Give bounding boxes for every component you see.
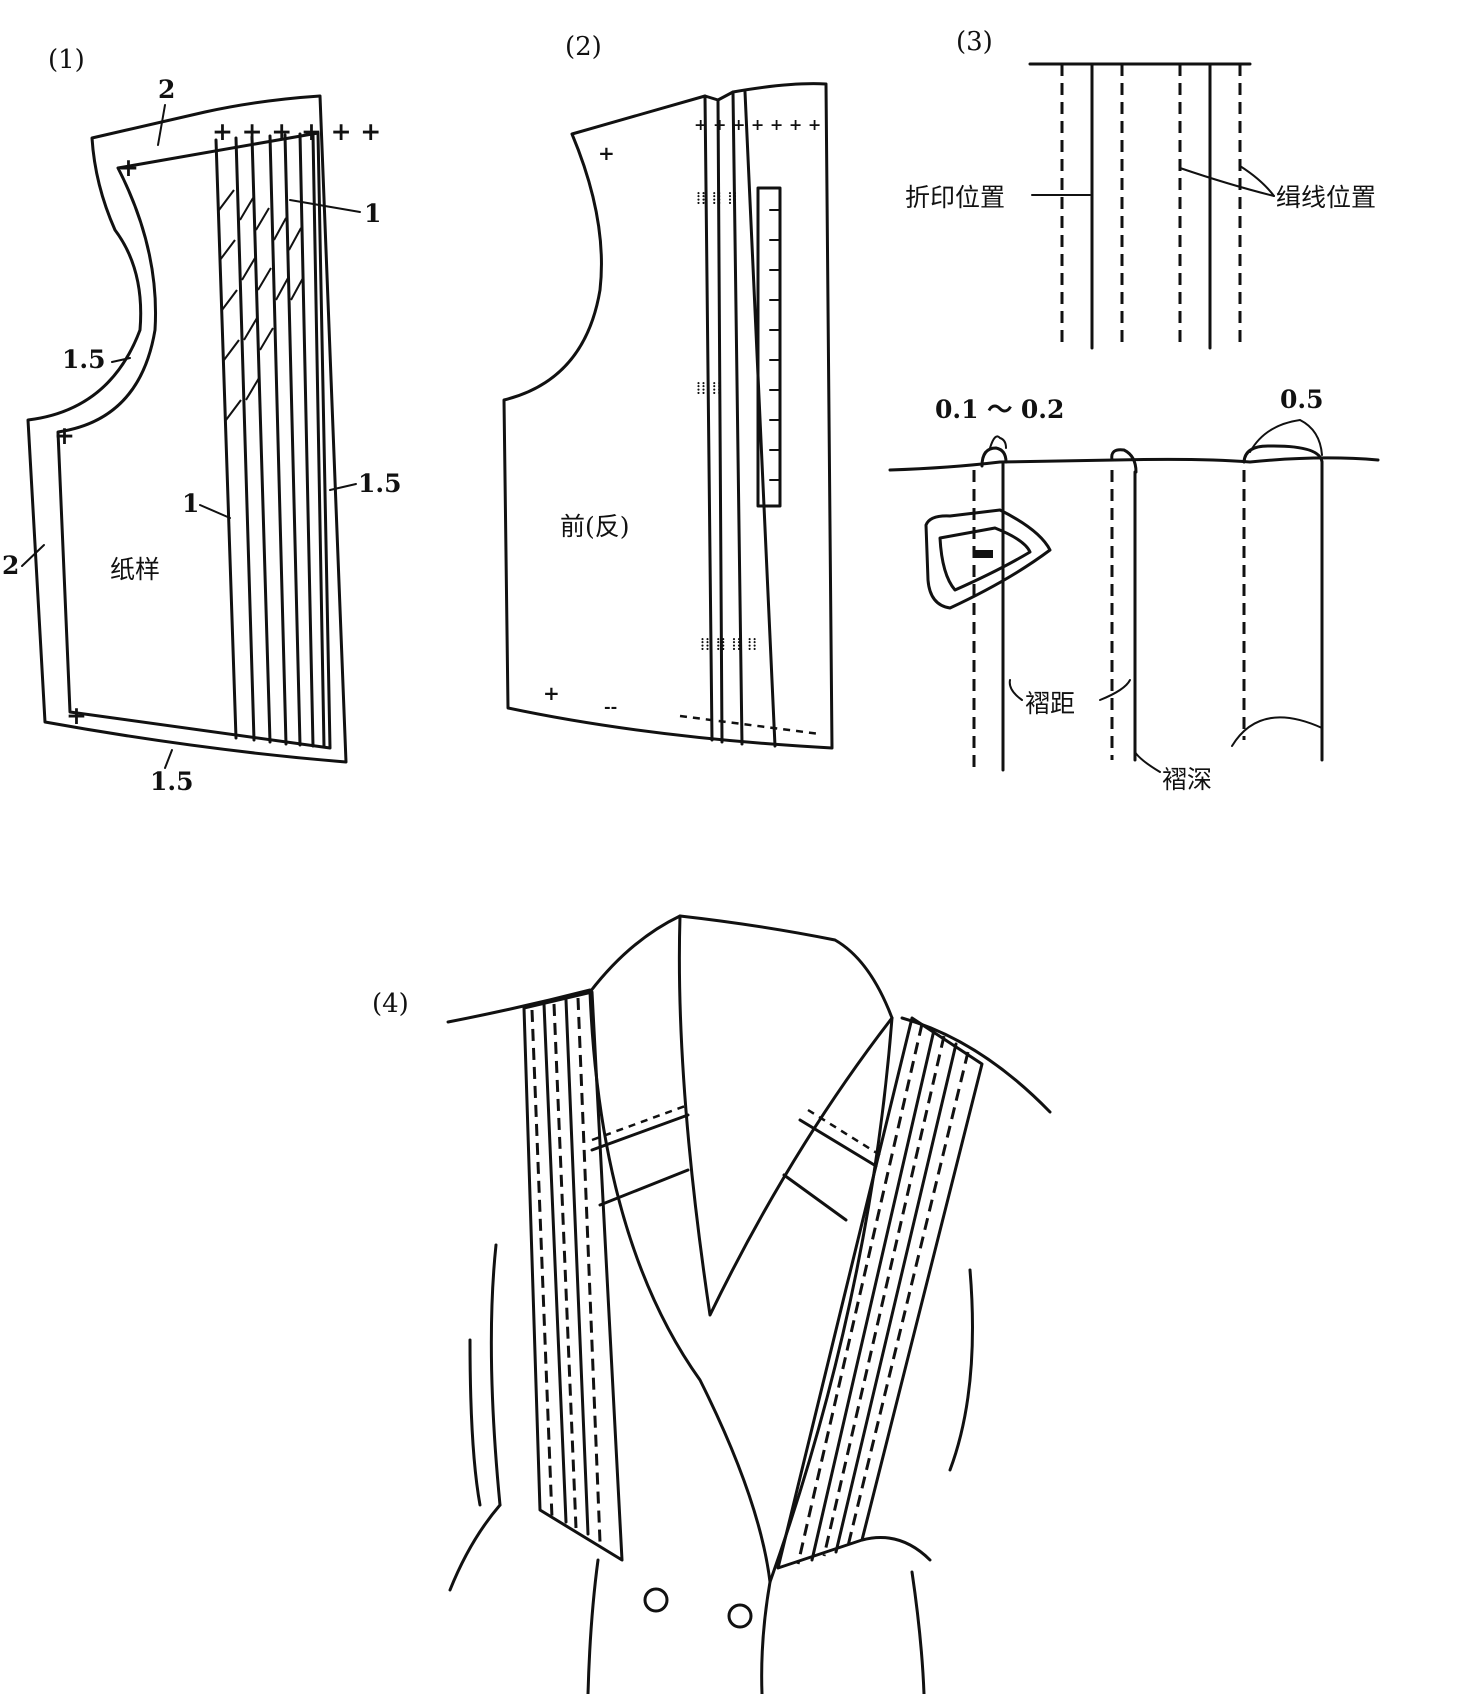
panel-3: (3) 折印位置 缉线位置 0.1 ～ 0	[888, 27, 1380, 794]
front-piece-outline	[502, 82, 834, 750]
svg-text:+ + + + + +: + + + + + +	[212, 117, 381, 146]
panel-3-label: (3)	[956, 27, 993, 57]
allowance-side: 2	[2, 551, 19, 580]
svg-text:+: +	[66, 701, 87, 730]
button-icon	[643, 1587, 669, 1613]
allowance-pleat-top: 1	[364, 199, 381, 228]
svg-text:⁞⁞ ⁞⁞: ⁞⁞ ⁞⁞	[696, 378, 722, 399]
svg-text:+: +	[598, 141, 615, 165]
panel-4-label: (4)	[372, 989, 409, 1019]
allowance-front-edge: 1.5	[358, 469, 402, 498]
svg-text:+: +	[54, 421, 75, 450]
fold-mark-label: 折印位置	[905, 183, 1005, 212]
allowance-hem: 1.5	[150, 767, 194, 796]
pleat-depth-label: 褶深	[1162, 765, 1212, 794]
panel-2-label: (2)	[565, 32, 602, 62]
ruler-ticks	[769, 209, 781, 481]
svg-text:⁞⁞ ⁞⁞ ⁞⁞: ⁞⁞ ⁞⁞ ⁞⁞	[696, 188, 737, 209]
width-label: 0.5	[1280, 385, 1324, 414]
gap-label: 0.1 ～ 0.2	[935, 395, 1064, 424]
paper-pattern-label: 纸样	[110, 555, 160, 584]
pleat-lines	[214, 132, 326, 749]
svg-text:+: +	[543, 681, 560, 705]
tack-marks: ⁞⁞ ⁞⁞ ⁞⁞ ⁞⁞ ⁞⁞ ⁞⁞ ⁞⁞ ⁞⁞ ⁞⁞	[696, 188, 757, 655]
panel-1: (1)	[2, 45, 402, 796]
front-reverse-label: 前(反)	[560, 512, 630, 541]
svg-text:⁞⁞ ⁞⁞ ⁞⁞ ⁞⁞: ⁞⁞ ⁞⁞ ⁞⁞ ⁞⁞	[700, 634, 757, 655]
stitch-line-label: 缉线位置	[1276, 183, 1376, 212]
allowance-armhole: 1.5	[62, 345, 106, 374]
collar-outline	[588, 914, 894, 1020]
pattern-inner-outline	[56, 131, 332, 750]
panel-1-label: (1)	[48, 45, 85, 75]
iron-icon	[924, 508, 1052, 610]
pleat-top-marks: + + + + + +	[212, 117, 381, 146]
allowance-neck: 2	[158, 75, 175, 104]
svg-text:+: +	[118, 153, 139, 182]
svg-text:+ + + + + + +: + + + + + + +	[694, 115, 821, 134]
panel-2: (2) + + + + + + + + + -- ⁞⁞ ⁞⁞ ⁞⁞ ⁞⁞ ⁞⁞	[502, 32, 834, 750]
svg-text:--: --	[604, 697, 617, 716]
pleat-hatching	[218, 189, 304, 421]
allowance-pleat-mid: 1	[182, 489, 199, 518]
panel-4: (4)	[372, 914, 1052, 1696]
ruler-icon	[756, 186, 782, 508]
button-icon	[727, 1603, 753, 1629]
pleat-spacing-label: 褶距	[1025, 689, 1075, 718]
pattern-outer-outline	[26, 94, 348, 764]
